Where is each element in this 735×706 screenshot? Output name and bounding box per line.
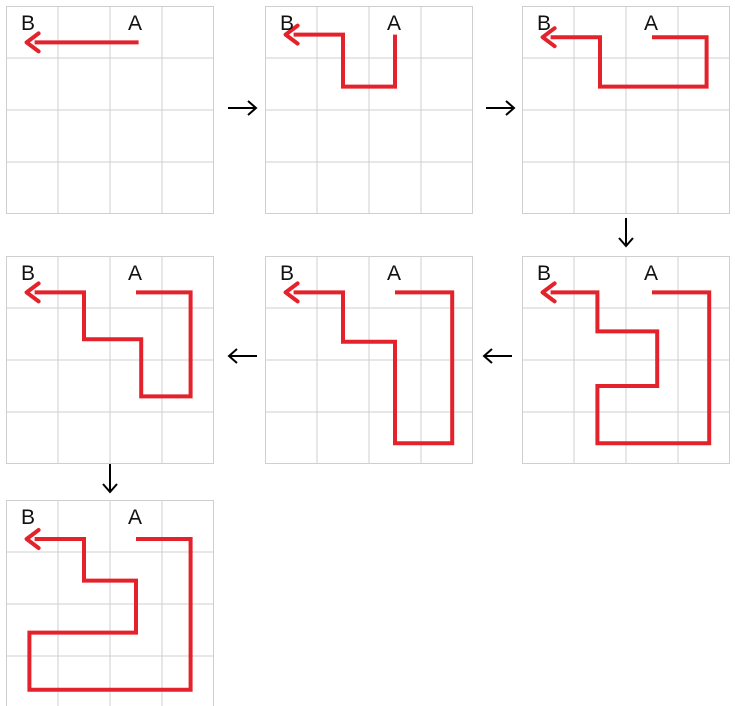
grid-border [522, 6, 730, 214]
route-arrowhead [24, 281, 41, 304]
arrow-head [618, 237, 634, 248]
label-start-a: A [644, 12, 658, 35]
transition-arrow-left [482, 348, 512, 364]
arrow-head [227, 348, 238, 364]
label-start-a: A [128, 12, 142, 35]
label-start-a: A [644, 262, 658, 285]
route-arrowhead [24, 528, 41, 550]
route-arrowhead [24, 31, 41, 54]
label-end-b: B [21, 262, 35, 285]
arrow-head [482, 348, 493, 364]
grid-border [6, 256, 214, 464]
route-arrowhead [283, 281, 300, 304]
transition-arrow-down [102, 464, 118, 494]
route-arrowhead [283, 23, 300, 46]
route-path [293, 32, 397, 89]
arrow-head [505, 100, 516, 116]
route-path [34, 290, 193, 399]
route-path [550, 35, 709, 89]
transition-arrow-right [228, 100, 258, 116]
label-start-a: A [128, 262, 142, 285]
route-arrowhead [540, 26, 557, 49]
label-end-b: B [537, 262, 551, 285]
arrow-head [102, 483, 118, 494]
grid-border [265, 256, 473, 464]
label-start-a: A [387, 12, 401, 35]
label-end-b: B [280, 12, 294, 35]
transition-arrows [102, 100, 634, 494]
label-start-a: A [128, 506, 142, 529]
transition-arrow-right [486, 100, 516, 116]
arrow-head [247, 100, 258, 116]
route-path [293, 290, 455, 446]
label-start-a: A [387, 262, 401, 285]
grid-border [6, 500, 214, 706]
grid-border [522, 256, 730, 464]
route-path [550, 290, 712, 446]
label-end-b: B [280, 262, 294, 285]
label-end-b: B [21, 12, 35, 35]
label-end-b: B [537, 12, 551, 35]
grid-border [265, 6, 473, 214]
transition-arrow-left [227, 348, 257, 364]
route-arrowhead [540, 281, 557, 304]
transition-arrow-down [618, 218, 634, 248]
route-path [27, 537, 193, 692]
grid-border [6, 6, 214, 214]
label-end-b: B [21, 506, 35, 529]
